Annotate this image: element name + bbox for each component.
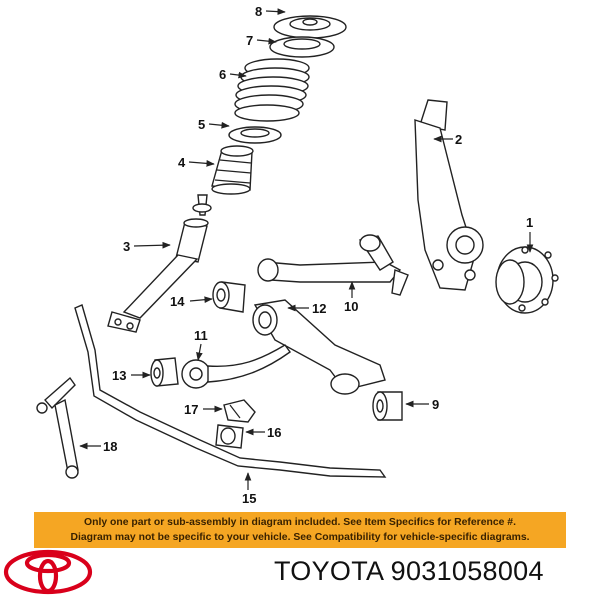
callout-18: 18 [103,439,117,454]
callout-17: 17 [184,402,198,417]
callout-7: 7 [246,33,253,48]
part-16-bushing [215,424,244,449]
part-7-insulator [269,36,335,58]
callout-16: 16 [267,425,281,440]
part-5-lower-seat [228,126,282,144]
callout-14: 14 [170,294,185,309]
part-number: 9031058004 [390,556,544,586]
suspension-exploded-diagram: 8 7 6 5 4 3 2 1 10 14 12 11 13 9 17 16 1… [36,4,559,506]
callout-10: 10 [344,299,358,314]
part-11-tension-rod [181,344,291,389]
callout-6: 6 [219,67,226,82]
part-14-bushing [212,281,246,313]
disclaimer-line-1: Only one part or sub-assembly in diagram… [84,517,516,528]
callout-15: 15 [242,491,256,506]
part-17-bracket [223,399,256,423]
callout-13: 13 [112,368,126,383]
part-1-hub [495,246,559,314]
callout-12: 12 [312,301,326,316]
callout-8: 8 [255,4,262,19]
part-4-dust-boot [211,145,254,195]
part-18-link [36,376,79,479]
part-8-upper-mount [273,15,347,39]
part-9-bushing [372,391,403,421]
part-15-stabilizer-bar [74,304,387,478]
callout-3: 3 [123,239,130,254]
part-6-coil-spring [234,58,310,122]
callout-2: 2 [455,132,462,147]
part-3-strut [107,194,212,333]
part-12-lower-arm [252,299,386,395]
callout-9: 9 [432,397,439,412]
part-13-bushing [150,357,179,387]
disclaimer-line-2: Diagram may not be specific to your vehi… [70,532,530,543]
brand-name: TOYOTA [274,556,383,586]
toyota-logo [3,549,93,595]
disclaimer-banner: Only one part or sub-assembly in diagram… [34,512,566,548]
callout-1: 1 [526,215,533,230]
footer-part-label: TOYOTA 9031058004 [274,556,544,587]
callout-5: 5 [198,117,205,132]
callout-11: 11 [194,328,208,343]
callout-4: 4 [178,155,186,170]
part-2-knuckle [414,99,484,291]
part-10-upper-arm [257,234,409,296]
